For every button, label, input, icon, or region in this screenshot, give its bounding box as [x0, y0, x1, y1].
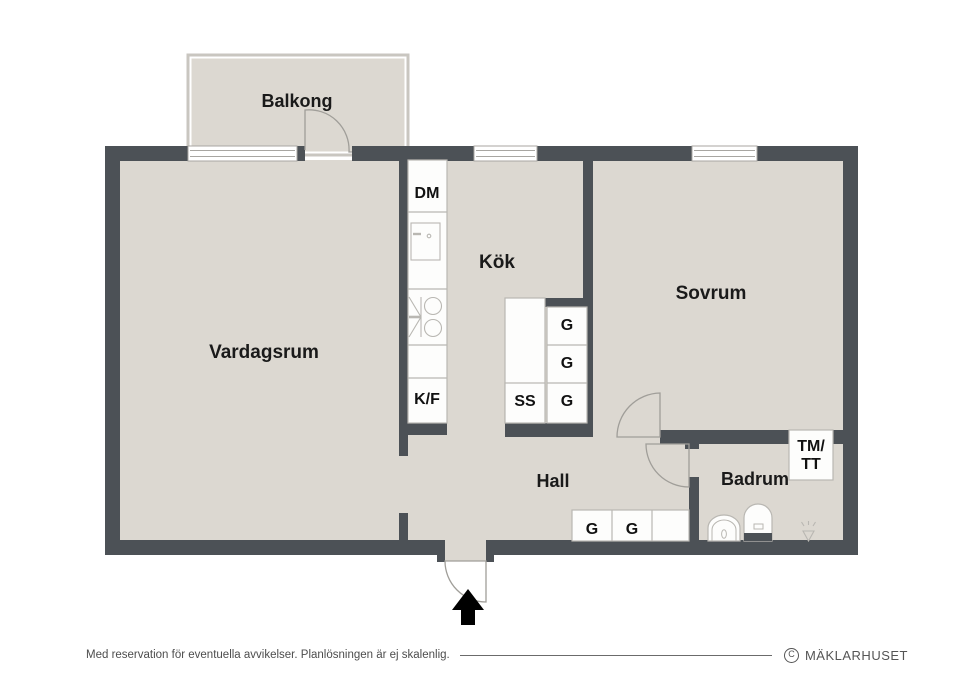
- windows: [187, 145, 758, 162]
- wall-exterior-top-e: [757, 146, 858, 161]
- interior-floor: [120, 160, 843, 561]
- room-labels: Balkong Vardagsrum Kök Sovrum Hall Badru…: [209, 91, 789, 491]
- wall-exterior-top-a: [105, 146, 188, 161]
- waste-sorting-cabinet: [504, 382, 546, 424]
- room-label-sovrum: Sovrum: [676, 283, 747, 304]
- wall-kitchen-bedroom-upper: [583, 160, 593, 305]
- wall-exterior-top-b: [297, 146, 305, 161]
- wall-exterior-bottom-left: [105, 540, 437, 555]
- wall-exterior-right: [843, 146, 858, 555]
- brand-logo: C MÄKLARHUSET: [783, 647, 908, 663]
- fixture-label-closet-hall-2: G: [626, 521, 638, 538]
- footer: Med reservation för eventuella avvikelse…: [0, 640, 960, 670]
- washer-dryer-box: [788, 429, 834, 481]
- wall-entry-recess-left: [437, 540, 445, 562]
- bathroom-fixtures: [707, 429, 834, 543]
- wall-exterior-bottom-right: [493, 540, 858, 555]
- wall-entry-recess-right: [486, 540, 494, 562]
- closet-bank-kitchen: [504, 297, 588, 424]
- room-label-hall: Hall: [536, 471, 569, 491]
- fixture-label-tt: TT: [801, 456, 821, 473]
- kitchen-appliance-column: [407, 159, 448, 424]
- fixture-label-kf: K/F: [414, 391, 440, 408]
- wall-bathroom-jamb: [685, 440, 699, 449]
- door-bathroom: [645, 443, 690, 488]
- wall-kitchen-hall-base: [505, 423, 593, 437]
- balcony-floor: [186, 53, 410, 157]
- wall-exterior-left: [105, 146, 120, 555]
- room-label-kok: Kök: [479, 252, 515, 273]
- kitchen-sink-icon: [408, 296, 443, 338]
- apartment-floor-fill: [120, 160, 843, 561]
- wall-kitchen-base-left: [408, 423, 447, 435]
- wall-exterior-top-d: [537, 146, 692, 161]
- fixture-label-ss: SS: [514, 393, 536, 410]
- hall-closet-run: [571, 509, 690, 542]
- fixture-label-closet-kok-1: G: [561, 317, 573, 334]
- wall-bathroom-left: [689, 477, 699, 541]
- copyright-icon: C: [783, 647, 799, 663]
- brand-name: MÄKLARHUSET: [804, 647, 908, 663]
- wall-hall-living-stub: [399, 513, 408, 545]
- fixture-label-dm: DM: [415, 185, 440, 202]
- wall-closet-bank-top: [545, 298, 593, 307]
- entrance-arrow: [452, 589, 484, 625]
- closet-column-kitchen: [546, 306, 588, 424]
- toilet-icon: [743, 503, 773, 542]
- door-balcony: [304, 109, 352, 153]
- footer-divider-line: [459, 654, 772, 656]
- fixture-label-tm: TM/: [797, 438, 825, 455]
- door-entry: [444, 560, 487, 603]
- oven-icon: [410, 222, 441, 261]
- wall-kitchen-bedroom-lower: [583, 305, 593, 433]
- wall-kitchen-left: [399, 160, 408, 423]
- door-bedroom: [616, 392, 661, 438]
- window-bedroom: [691, 145, 758, 162]
- footer-disclaimer: Med reservation för eventuella avvikelse…: [86, 649, 450, 661]
- fixture-label-closet-kok-2: G: [561, 355, 573, 372]
- room-label-vardagsrum: Vardagsrum: [209, 342, 319, 363]
- washbasin-icon: [707, 514, 741, 542]
- wall-kitchen-left-stub: [399, 423, 408, 456]
- room-label-balkong: Balkong: [261, 91, 332, 111]
- window-living-room: [187, 145, 298, 162]
- window-kitchen: [473, 145, 538, 162]
- floor-drain-icon: [801, 521, 816, 543]
- fixture-label-closet-hall-1: G: [586, 521, 598, 538]
- wall-exterior-top-c: [352, 146, 474, 161]
- doors: [304, 109, 690, 603]
- kitchen-cabinet-run: [407, 159, 448, 424]
- fixture-label-closet-kok-3: G: [561, 393, 573, 410]
- room-label-badrum: Badrum: [721, 469, 789, 489]
- walls: [105, 146, 858, 562]
- closet-bank-hall: [571, 509, 690, 542]
- fixture-labels: DM K/F SS G G G G G TM/ TT: [414, 185, 825, 538]
